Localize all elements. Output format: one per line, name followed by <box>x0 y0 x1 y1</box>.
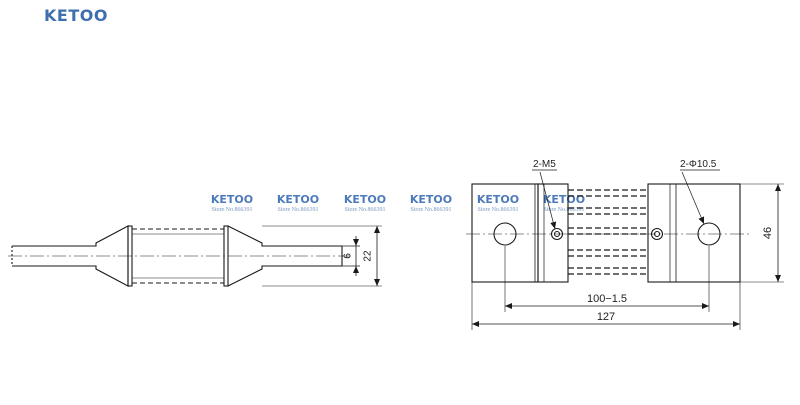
right-terminal <box>227 225 342 287</box>
brand-logo: KETOO <box>44 6 108 25</box>
resistor-strips <box>568 189 648 275</box>
watermark: KETOO Store No.866391 <box>466 194 530 214</box>
hole-label: 2-Φ10.5 <box>680 159 717 170</box>
watermark-store: Store No.866391 <box>410 207 452 213</box>
watermark: KETOO Store No.866391 <box>200 194 264 214</box>
dim-block-height: 22 <box>363 250 374 262</box>
resistor-bars <box>132 228 224 284</box>
dim-width: 46 <box>762 227 774 239</box>
dim-overall-length: 127 <box>597 311 615 323</box>
watermark-brand: KETOO <box>276 193 320 206</box>
dim-hole-spacing: 100−1.5 <box>587 293 627 305</box>
right-terminal-block <box>647 183 741 283</box>
watermark-brand: KETOO <box>476 193 520 206</box>
watermark-store: Store No.866391 <box>543 207 585 213</box>
watermark-store: Store No.866391 <box>277 207 319 213</box>
watermark: KETOO Store No.866391 <box>266 194 330 214</box>
watermark: KETOO Store No.866391 <box>333 194 397 214</box>
watermark: KETOO Store No.866391 <box>399 194 463 214</box>
watermark-brand: KETOO <box>409 193 453 206</box>
watermark-store: Store No.866391 <box>477 207 519 213</box>
watermark-brand: KETOO <box>542 193 586 206</box>
left-clamp <box>537 183 569 283</box>
thread-label: 2-M5 <box>533 159 556 170</box>
watermark: KETOO Store No.866391 <box>532 194 596 214</box>
watermark-store: Store No.866391 <box>211 207 253 213</box>
watermark-store: Store No.866391 <box>344 207 386 213</box>
watermark-brand: KETOO <box>343 193 387 206</box>
watermark-brand: KETOO <box>210 193 254 206</box>
side-view <box>8 225 382 287</box>
top-view <box>466 169 784 330</box>
dim-thickness: 6 <box>343 253 354 259</box>
